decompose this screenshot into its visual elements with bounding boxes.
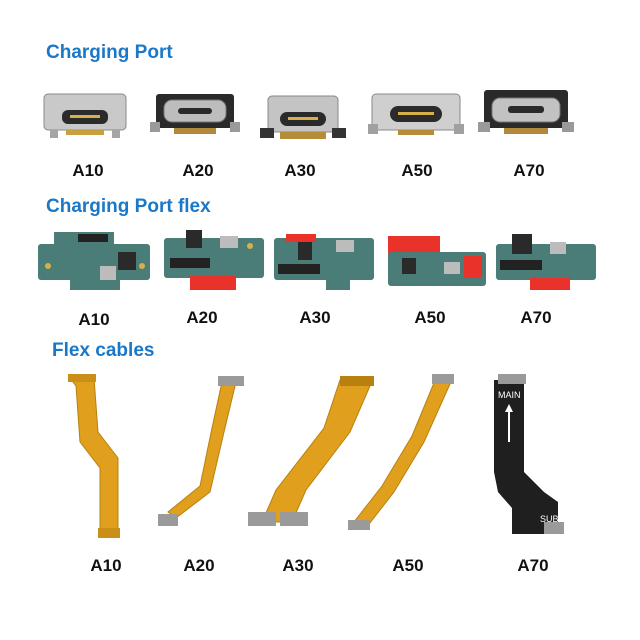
charging-port-flex-label-a30: A30	[299, 308, 331, 327]
section-title-charging-port: Charging Port	[46, 42, 173, 63]
flex-cable-a70-main-marking: MAIN	[498, 390, 521, 400]
flex-cable-a70-image: MAIN SUB	[484, 372, 594, 542]
charging-port-a30-image	[258, 92, 348, 147]
charging-port-flex-a10-image	[34, 226, 154, 296]
charging-port-flex-a50-image	[384, 232, 490, 298]
section-title-flex-cables: Flex cables	[52, 340, 155, 361]
flex-cable-a20-image	[152, 372, 252, 542]
charging-port-label-a10: A10	[72, 161, 104, 180]
flex-cable-label-a70: A70	[517, 556, 549, 575]
charging-port-flex-label-a50: A50	[414, 308, 446, 327]
charging-port-label-a50: A50	[401, 161, 433, 180]
charging-port-flex-label-a70: A70	[520, 308, 552, 327]
charging-port-label-a70: A70	[513, 161, 545, 180]
charging-port-a10-image	[40, 88, 130, 143]
flex-cable-label-a20: A20	[183, 556, 215, 575]
flex-cable-a70-sub-marking: SUB	[540, 514, 559, 524]
charging-port-a50-image	[368, 88, 464, 143]
charging-port-flex-label-a20: A20	[186, 308, 218, 327]
flex-cable-label-a10: A10	[90, 556, 122, 575]
flex-cable-a30-image	[240, 372, 380, 542]
section-title-charging-port-flex: Charging Port flex	[46, 196, 211, 217]
charging-port-flex-label-a10: A10	[78, 310, 110, 329]
flex-cable-label-a50: A50	[392, 556, 424, 575]
flex-cable-label-a30: A30	[282, 556, 314, 575]
charging-port-label-a30: A30	[284, 161, 316, 180]
flex-cable-a10-image	[60, 372, 130, 542]
charging-port-a20-image	[150, 88, 240, 143]
charging-port-flex-a30-image	[270, 228, 378, 296]
flex-cable-a50-image	[346, 372, 456, 542]
charging-port-flex-a20-image	[160, 226, 270, 294]
charging-port-label-a20: A20	[182, 161, 214, 180]
charging-port-flex-a70-image	[490, 230, 602, 298]
charging-port-a70-image	[478, 86, 574, 141]
